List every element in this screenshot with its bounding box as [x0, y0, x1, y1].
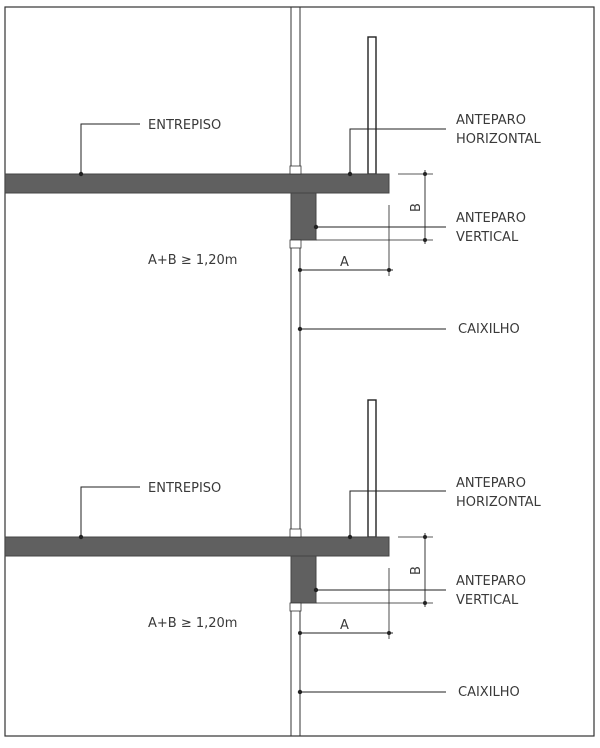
- railing-glass: [367, 399, 377, 538]
- dim-tick: [387, 631, 391, 635]
- label-caixilho: CAIXILHO: [458, 685, 520, 700]
- floor-section-1: ENTREPISO ANTEPARO HORIZONTAL ANTEPARO V…: [4, 36, 542, 337]
- formula-label: A+B ≥ 1,20m: [148, 253, 237, 268]
- leader-dot: [347, 171, 353, 177]
- dim-tick: [387, 268, 391, 272]
- floor-slab: [4, 536, 390, 557]
- label-anteparo-vertical-line2: VERTICAL: [456, 230, 519, 245]
- leader-dot: [78, 171, 84, 177]
- leader-dot: [297, 689, 303, 695]
- label-anteparo-vertical-line2: VERTICAL: [456, 593, 519, 608]
- dim-b-label: B: [409, 203, 424, 212]
- window-frame-top: [289, 528, 302, 538]
- dim-tick: [423, 238, 427, 242]
- beam-vertical-screen: [290, 192, 317, 241]
- label-entrepiso: ENTREPISO: [148, 481, 221, 496]
- dim-tick: [423, 172, 427, 176]
- label-anteparo-horizontal-line2: HORIZONTAL: [456, 132, 542, 147]
- leader-entrepiso: [80, 486, 140, 537]
- leader-dot: [297, 326, 303, 332]
- dim-tick: [298, 268, 302, 272]
- dim-tick: [423, 601, 427, 605]
- label-anteparo-horizontal-line1: ANTEPARO: [456, 476, 526, 491]
- floor-section-2: ENTREPISO ANTEPARO HORIZONTAL ANTEPARO V…: [4, 399, 542, 700]
- label-caixilho: CAIXILHO: [458, 322, 520, 337]
- dim-tick: [423, 535, 427, 539]
- leader-dot: [313, 587, 319, 593]
- leader-anteparo-horizontal: [349, 128, 446, 174]
- leader-dot: [347, 534, 353, 540]
- leader-entrepiso: [80, 123, 140, 174]
- railing-glass: [367, 36, 377, 175]
- label-anteparo-horizontal-line2: HORIZONTAL: [456, 495, 542, 510]
- dim-a-label: A: [340, 618, 349, 633]
- leader-anteparo-horizontal: [349, 490, 446, 537]
- label-anteparo-horizontal-line1: ANTEPARO: [456, 113, 526, 128]
- dim-a-label: A: [340, 255, 349, 270]
- leader-dot: [313, 224, 319, 230]
- dim-b-label: B: [409, 566, 424, 575]
- window-frame-bottom: [289, 602, 302, 612]
- floor-slab: [4, 173, 390, 194]
- window-frame-top: [289, 165, 302, 175]
- label-anteparo-vertical-line1: ANTEPARO: [456, 211, 526, 226]
- window-frame-bottom: [289, 239, 302, 249]
- label-entrepiso: ENTREPISO: [148, 118, 221, 133]
- leader-dot: [78, 534, 84, 540]
- dim-tick: [298, 631, 302, 635]
- beam-vertical-screen: [290, 555, 317, 604]
- label-anteparo-vertical-line1: ANTEPARO: [456, 574, 526, 589]
- formula-label: A+B ≥ 1,20m: [148, 616, 237, 631]
